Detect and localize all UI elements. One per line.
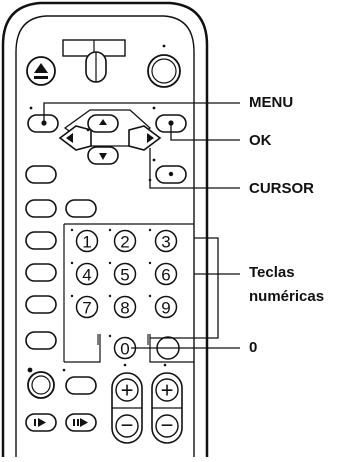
left-button-3[interactable] bbox=[25, 231, 57, 250]
arrow-up-icon bbox=[99, 119, 107, 125]
eject-icon bbox=[34, 63, 48, 79]
arrow-right-icon bbox=[147, 133, 154, 143]
key-8-label: 8 bbox=[120, 299, 129, 318]
key-4[interactable]: 4 bbox=[75, 262, 99, 286]
left-button-1[interactable] bbox=[25, 165, 57, 184]
zero-label: 0 bbox=[249, 339, 258, 356]
key-6[interactable]: 6 bbox=[154, 262, 178, 286]
key-2-label: 2 bbox=[120, 233, 129, 252]
cursor-callout-line bbox=[149, 148, 240, 189]
remote-body-outline bbox=[1, 1, 209, 457]
left-button-4[interactable] bbox=[25, 263, 57, 282]
menu-callout-line bbox=[43, 102, 240, 123]
keypad: 1 2 3 4 5 6 7 8 9 0 bbox=[70, 228, 180, 360]
cursor-up-button[interactable] bbox=[87, 114, 119, 133]
row-button-2[interactable] bbox=[65, 199, 97, 218]
key-2[interactable]: 2 bbox=[113, 229, 137, 253]
key-9[interactable]: 9 bbox=[154, 295, 178, 319]
left-button-6[interactable] bbox=[25, 331, 57, 350]
key-3[interactable]: 3 bbox=[154, 229, 178, 253]
key-1-label: 1 bbox=[82, 233, 91, 252]
menu-label: MENU bbox=[249, 94, 294, 111]
callout-lines bbox=[43, 102, 240, 349]
rocker-right-plus: + bbox=[161, 378, 174, 403]
key-8[interactable]: 8 bbox=[113, 295, 137, 319]
rocker-right[interactable]: + − bbox=[151, 372, 183, 444]
play-icon bbox=[34, 418, 46, 427]
key-7[interactable]: 7 bbox=[75, 295, 99, 319]
rocker-left[interactable]: + − bbox=[111, 372, 143, 444]
ok-label: OK bbox=[249, 132, 272, 149]
cursor-label: CURSOR bbox=[249, 180, 315, 197]
key-9-label: 9 bbox=[161, 299, 170, 318]
cursor-pad bbox=[58, 109, 162, 165]
key-4-label: 4 bbox=[82, 266, 91, 285]
lower-button-mid[interactable] bbox=[65, 376, 97, 395]
number-keys-label-line2: numéricas bbox=[249, 288, 325, 305]
eject-button[interactable] bbox=[26, 56, 56, 86]
rocker-right-minus: − bbox=[161, 413, 174, 438]
cursor-down-button[interactable] bbox=[87, 146, 119, 165]
play-button[interactable] bbox=[25, 413, 57, 432]
key-5[interactable]: 5 bbox=[113, 262, 137, 286]
key-0-label: 0 bbox=[120, 340, 129, 359]
rocker-left-minus: − bbox=[121, 413, 134, 438]
arrow-down-icon bbox=[99, 153, 107, 160]
key-5-label: 5 bbox=[120, 266, 129, 285]
remote-body-inner-outline bbox=[15, 15, 195, 457]
round-button-lower[interactable] bbox=[27, 371, 55, 399]
key-1[interactable]: 1 bbox=[75, 229, 99, 253]
power-button[interactable] bbox=[147, 54, 181, 88]
step-button[interactable] bbox=[65, 413, 97, 432]
cursor-right-button[interactable] bbox=[128, 125, 162, 151]
mode-switch[interactable] bbox=[62, 39, 126, 83]
key-3-label: 3 bbox=[161, 233, 170, 252]
left-button-2[interactable] bbox=[25, 199, 57, 218]
left-button-5[interactable] bbox=[25, 295, 57, 314]
step-icon bbox=[73, 418, 88, 427]
key-6-label: 6 bbox=[161, 266, 170, 285]
number-keys-label-line1: Teclas bbox=[249, 264, 295, 281]
keypad-frame bbox=[63, 223, 194, 363]
cursor-left-button[interactable] bbox=[58, 125, 92, 151]
key-7-label: 7 bbox=[82, 299, 91, 318]
arrow-left-icon bbox=[66, 133, 73, 143]
ok-callout-line bbox=[170, 123, 240, 141]
rocker-left-plus: + bbox=[121, 378, 134, 403]
number-keys-callout-line bbox=[150, 237, 240, 339]
